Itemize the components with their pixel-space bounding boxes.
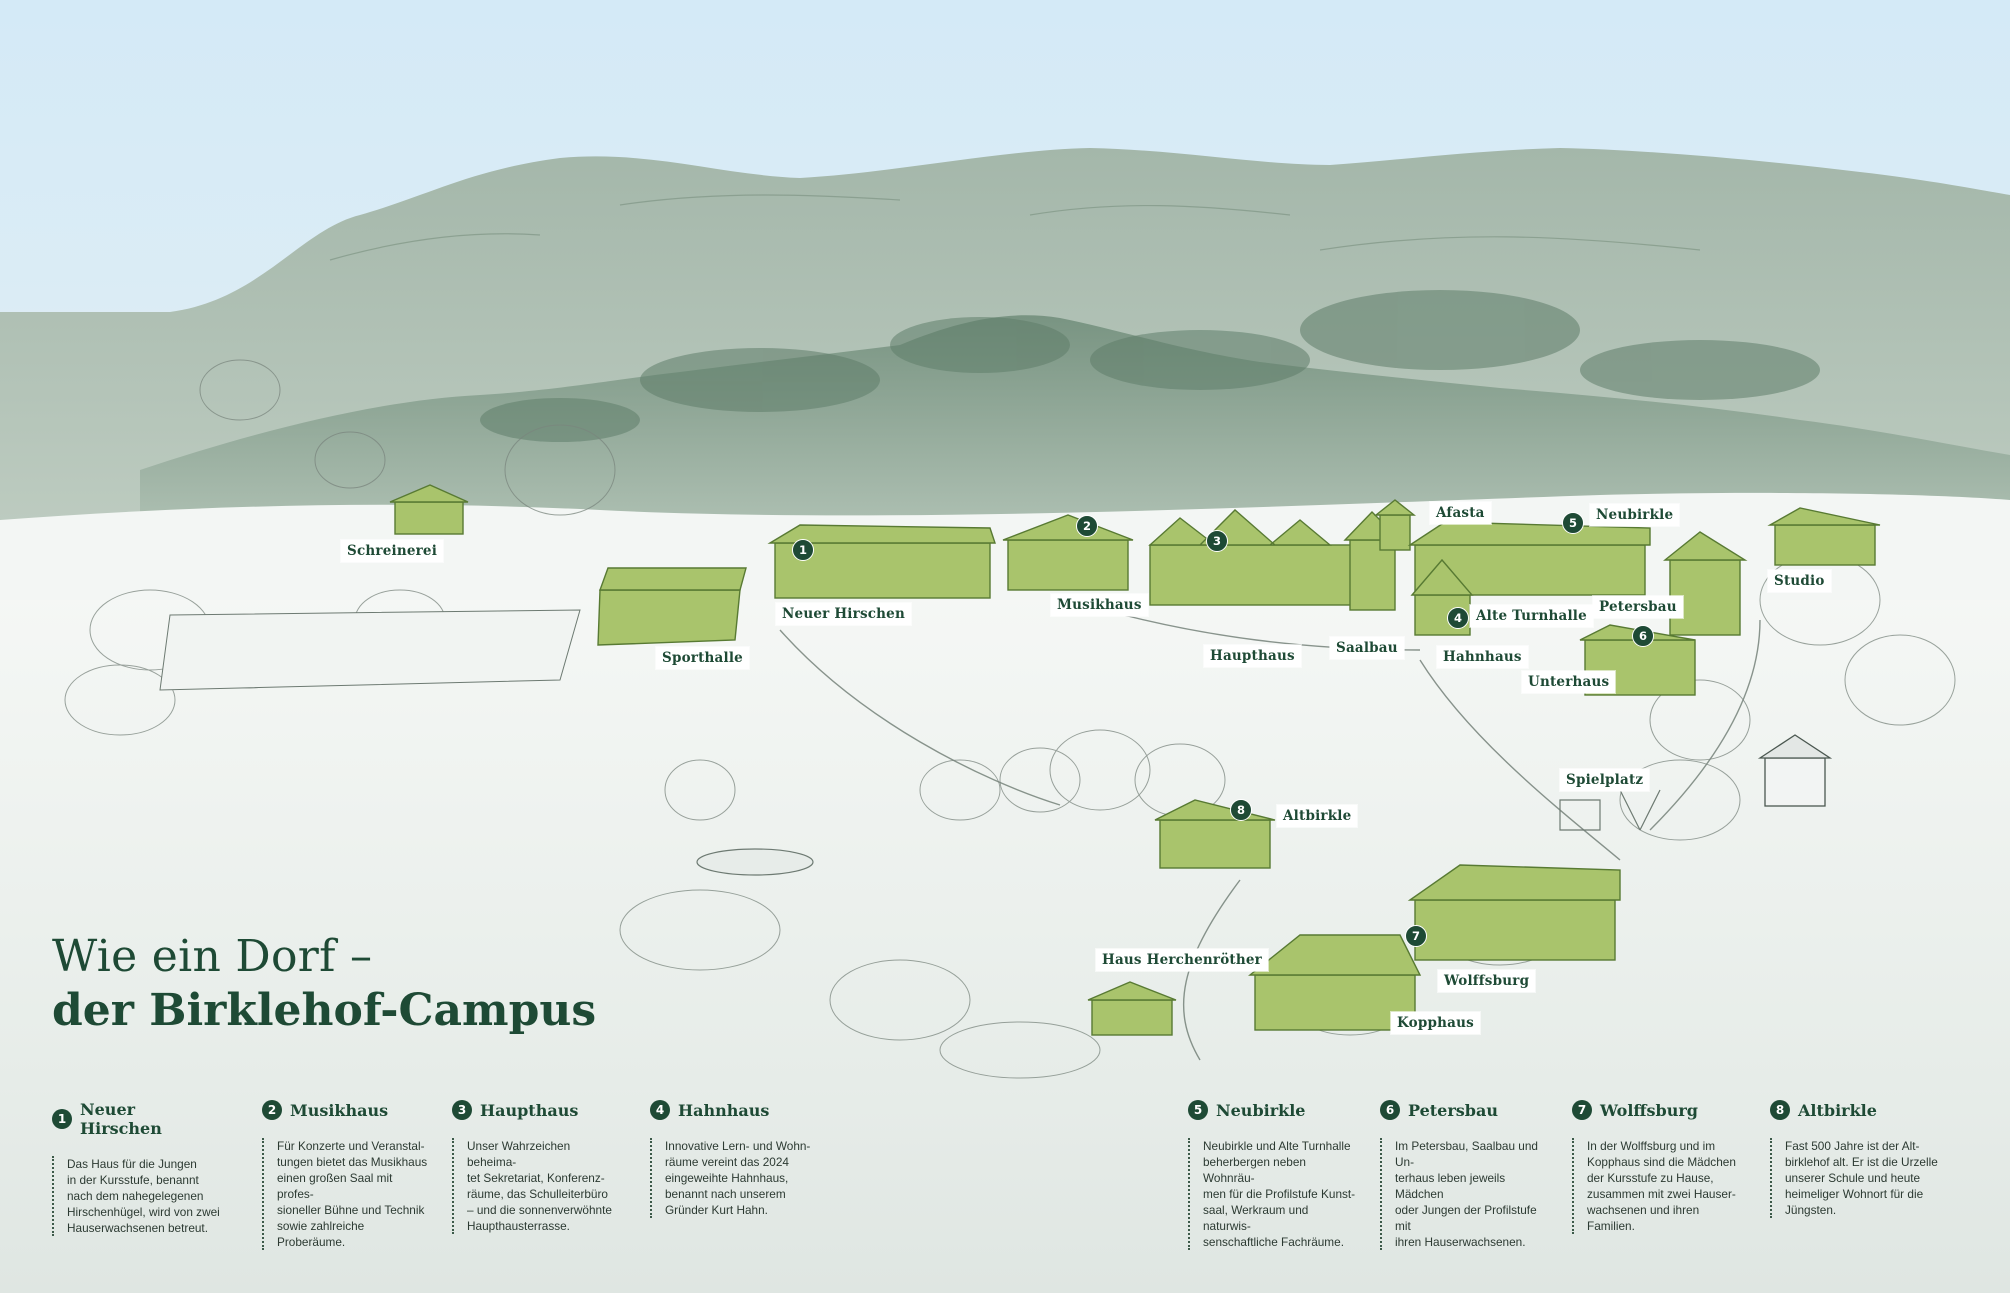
label-studio[interactable]: Studio (1768, 570, 1831, 592)
building-neuer-hirschen (767, 524, 996, 599)
legend-card-4: 4 Hahnhaus Innovative Lern- und Wohn- räu… (650, 1100, 820, 1218)
pond (696, 848, 814, 876)
legend-description: Das Haus für die Jungen in der Kursstufe… (52, 1156, 222, 1236)
legend-name: Hahnhaus (678, 1100, 770, 1120)
building-haupthaus (1148, 509, 1376, 606)
legend-card-6: 6 Petersbau Im Petersbau, Saalbau und Un-… (1380, 1100, 1550, 1250)
legend-description: In der Wolffsburg und im Kopphaus sind d… (1572, 1138, 1742, 1234)
legend-card-8: 8 Altbirkle Fast 500 Jahre ist der Alt- b… (1770, 1100, 1940, 1218)
map-marker-8[interactable]: 8 (1230, 799, 1252, 821)
legend-name: Wolffsburg (1600, 1100, 1698, 1120)
label-saalbau[interactable]: Saalbau (1330, 637, 1404, 659)
label-wolffsburg[interactable]: Wolffsburg (1438, 970, 1536, 992)
map-marker-3[interactable]: 3 (1206, 530, 1228, 552)
label-haus-herchenroether[interactable]: Haus Herchenröther (1096, 949, 1268, 971)
label-musikhaus[interactable]: Musikhaus (1051, 594, 1148, 616)
legend-description: Unser Wahrzeichen beheima- tet Sekretari… (452, 1138, 622, 1234)
title-line-2: der Birklehof-Campus (52, 985, 597, 1036)
legend-number: 8 (1770, 1100, 1790, 1120)
legend-description: Fast 500 Jahre ist der Alt- birklehof al… (1770, 1138, 1940, 1218)
legend-name: Neubirkle (1216, 1100, 1306, 1120)
building-studio (1767, 507, 1881, 566)
legend-description: Im Petersbau, Saalbau und Un- terhaus le… (1380, 1138, 1550, 1250)
building-kopphaus (1248, 934, 1422, 1031)
legend-name: Musikhaus (290, 1100, 389, 1120)
legend-card-3: 3 Haupthaus Unser Wahrzeichen beheima- te… (452, 1100, 622, 1234)
label-neuer-hirschen[interactable]: Neuer Hirschen (776, 603, 911, 625)
building-sporthalle (597, 567, 747, 646)
legend-name: Altbirkle (1798, 1100, 1877, 1120)
legend-card-5: 5 Neubirkle Neubirkle und Alte Turnhalle … (1188, 1100, 1358, 1250)
building-musikhaus (1002, 514, 1134, 591)
map-marker-7[interactable]: 7 (1405, 925, 1427, 947)
label-afasta[interactable]: Afasta (1430, 502, 1491, 524)
label-alte-turnhalle[interactable]: Alte Turnhalle (1470, 605, 1593, 627)
title-line-1: Wie ein Dorf – (52, 931, 373, 982)
building-herchenroether (1087, 981, 1177, 1036)
legend-card-7: 7 Wolffsburg In der Wolffsburg und im Kop… (1572, 1100, 1742, 1234)
building-wolffsburg (1407, 864, 1621, 961)
legend-number: 6 (1380, 1100, 1400, 1120)
legend-description: Neubirkle und Alte Turnhalle beherbergen… (1188, 1138, 1358, 1250)
grey-house (1757, 734, 1833, 807)
legend-card-1: 1 Neuer Hirschen Das Haus für die Jungen … (52, 1100, 222, 1236)
building-schreinerei (389, 484, 469, 535)
label-schreinerei[interactable]: Schreinerei (341, 540, 444, 562)
legend-number: 4 (650, 1100, 670, 1120)
map-marker-4[interactable]: 4 (1447, 607, 1469, 629)
map-marker-1[interactable]: 1 (792, 539, 814, 561)
sports-field (159, 609, 581, 691)
label-kopphaus[interactable]: Kopphaus (1391, 1012, 1480, 1034)
building-petersbau (1663, 531, 1748, 636)
legend-card-2: 2 Musikhaus Für Konzerte und Veranstal- t… (262, 1100, 432, 1250)
building-afasta (1373, 499, 1417, 551)
legend-number: 3 (452, 1100, 472, 1120)
legend-number: 5 (1188, 1100, 1208, 1120)
campus-buildings (389, 484, 1881, 1036)
map-marker-2[interactable]: 2 (1076, 515, 1098, 537)
legend-number: 2 (262, 1100, 282, 1120)
map-marker-6[interactable]: 6 (1632, 625, 1654, 647)
label-sporthalle[interactable]: Sporthalle (656, 647, 749, 669)
forest-clusters (480, 290, 1820, 442)
label-spielplatz[interactable]: Spielplatz (1560, 769, 1650, 791)
map-marker-5[interactable]: 5 (1562, 512, 1584, 534)
legend-number: 1 (52, 1109, 72, 1129)
label-petersbau[interactable]: Petersbau (1593, 596, 1683, 618)
label-altbirkle[interactable]: Altbirkle (1277, 805, 1358, 827)
label-hahnhaus[interactable]: Hahnhaus (1437, 646, 1528, 668)
legend-name: Haupthaus (480, 1100, 579, 1120)
forest-hill (140, 315, 2010, 520)
legend-name: Neuer Hirschen (80, 1100, 162, 1138)
legend-description: Innovative Lern- und Wohn- räume vereint… (650, 1138, 820, 1218)
legend-number: 7 (1572, 1100, 1592, 1120)
legend-name: Petersbau (1408, 1100, 1498, 1120)
label-neubirkle[interactable]: Neubirkle (1590, 504, 1680, 526)
legend-description: Für Konzerte und Veranstal- tungen biete… (262, 1138, 432, 1250)
poster-title: Wie ein Dorf – der Birklehof-Campus (52, 930, 596, 1038)
label-unterhaus[interactable]: Unterhaus (1522, 671, 1616, 693)
label-haupthaus[interactable]: Haupthaus (1204, 645, 1301, 667)
building-neubirkle (1407, 521, 1651, 596)
